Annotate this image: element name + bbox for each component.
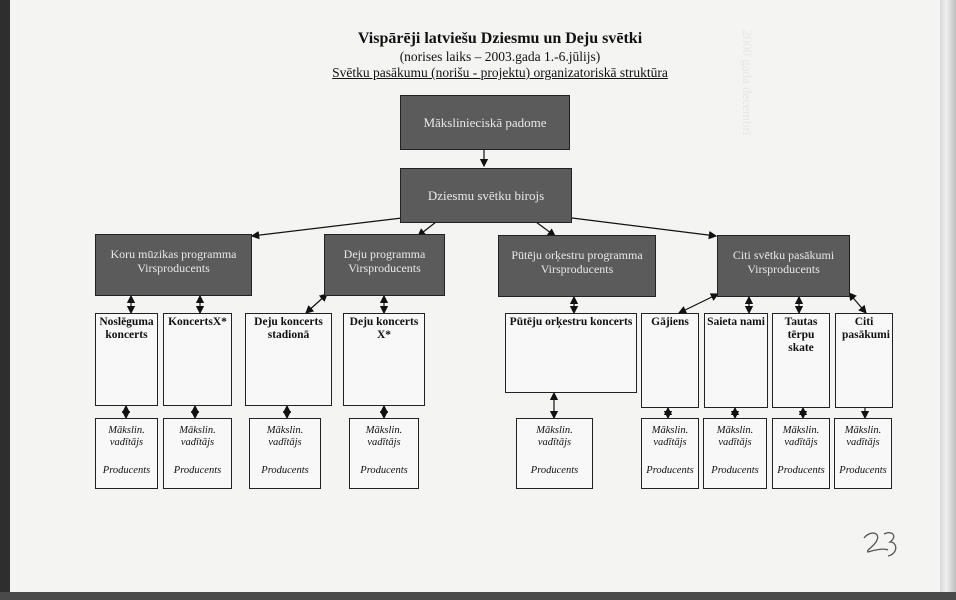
document-title: Vispārēji latviešu Dziesmu un Deju svētk… <box>357 30 643 47</box>
director-label-line2: vadītājs <box>367 437 401 448</box>
connector-other-misc <box>848 292 867 314</box>
event-box-other-events: Citi pasākumi <box>835 313 893 408</box>
director-label-line1: Mākslin. <box>651 425 689 436</box>
director-label-line2: vadītājs <box>718 437 752 448</box>
program-role: Virsproducents <box>137 261 210 275</box>
event-label: Pūtēju orķestru koncerts <box>509 316 633 328</box>
staff-box: Mākslin. vadītājs Producents <box>95 418 158 489</box>
program-box-dance: Deju programma Virsproducents <box>324 234 445 296</box>
director-label-line1: Mākslin. <box>536 425 573 436</box>
staff-box: Mākslin. vadītājs Producents <box>641 418 699 489</box>
director-label-line2: vadītājs <box>180 437 215 448</box>
event-label: Deju koncerts X* <box>349 316 419 341</box>
director-label-line1: Mākslin. <box>782 425 820 436</box>
director-label-line1: Mākslin. <box>266 425 304 436</box>
producer-label: Producents <box>261 465 309 476</box>
program-name: Deju programma <box>343 247 426 261</box>
event-box-final-concert: Noslēguma koncerts <box>95 313 158 406</box>
program-name: Pūtēju orķestru programma <box>511 248 643 262</box>
staff-box: Mākslin. vadītājs Producents <box>703 418 767 489</box>
producer-label: Producents <box>646 465 694 476</box>
program-name: Koru mūzikas programma <box>110 247 237 261</box>
director-label-line2: vadītājs <box>846 437 880 448</box>
producer-label: Producents <box>711 465 759 476</box>
connector-other-procession <box>677 293 720 314</box>
staff-box: Mākslin. vadītājs Producents <box>516 418 593 489</box>
producer-label: Producents <box>360 465 408 476</box>
producer-label: Producents <box>777 465 825 476</box>
scan-bottom-edge <box>0 592 956 600</box>
event-box-dance-concert-x: Deju koncerts X* <box>343 313 425 406</box>
event-label: KoncertsX* <box>168 316 227 328</box>
artistic-council-label: Mākslinieciskā padome <box>423 114 547 130</box>
connector-office-other <box>571 217 718 240</box>
director-label-line2: vadītājs <box>653 437 687 448</box>
event-label: Saieta nami <box>707 316 765 328</box>
staff-box: Mākslin. vadītājs Producents <box>834 418 892 489</box>
event-box-brass-concert: Pūtēju orķestru koncerts <box>505 313 637 393</box>
staff-box: Mākslin. vadītājs Producents <box>249 418 321 489</box>
event-box-procession: Gājiens <box>641 313 699 408</box>
scan-right-edge <box>940 0 956 600</box>
program-box-brass: Pūtēju orķestru programma Virsproducents <box>498 235 656 297</box>
connector-office-dance <box>417 221 437 237</box>
program-role: Virsproducents <box>747 262 820 276</box>
festival-office-box: Dziesmu svētku birojs <box>400 168 572 223</box>
director-label-line2: vadītājs <box>784 437 818 448</box>
staff-box: Mākslin. vadītājs Producents <box>349 418 419 489</box>
director-label-line2: vadītājs <box>268 437 302 448</box>
event-label: Deju koncerts stadionā <box>254 316 323 341</box>
director-label-line1: Mākslin. <box>844 425 882 436</box>
program-box-other: Citi svētku pasākumi Virsproducents <box>717 235 850 297</box>
event-label: Gājiens <box>651 316 689 328</box>
producer-label: Producents <box>839 465 887 476</box>
director-label-line1: Mākslin. <box>179 425 216 436</box>
producer-label: Producents <box>102 465 151 476</box>
festival-office-label: Dziesmu svētku birojs <box>427 187 545 203</box>
event-label: Citi pasākumi <box>842 316 890 341</box>
program-role: Virsproducents <box>540 262 614 276</box>
connector-dance-stadium <box>305 293 328 314</box>
event-box-costume-show: Tautas tērpu skate <box>772 313 830 408</box>
handwritten-page-number <box>863 532 897 557</box>
program-role: Virsproducents <box>348 261 421 275</box>
connector-office-choir <box>250 217 403 240</box>
director-label-line1: Mākslin. <box>108 425 145 436</box>
producer-label: Producents <box>530 465 579 476</box>
connector-office-brass <box>535 221 556 237</box>
event-box-stadium-dance: Deju koncerts stadionā <box>245 313 332 406</box>
event-box-concert-x: KoncertsX* <box>163 313 232 406</box>
event-label: Tautas tērpu skate <box>784 316 818 354</box>
event-box-meeting-halls: Saieta nami <box>704 313 768 408</box>
staff-box: Mākslin. vadītājs Producents <box>772 418 830 489</box>
producer-label: Producents <box>173 465 222 476</box>
program-name: Citi svētku pasākumi <box>732 248 835 262</box>
director-label-line1: Mākslin. <box>716 425 754 436</box>
scan-left-edge <box>0 0 10 600</box>
director-label-line2: vadītājs <box>109 437 144 448</box>
event-label: Noslēguma koncerts <box>99 316 154 341</box>
artistic-council-box: Mākslinieciskā padome <box>400 95 570 150</box>
document-subtitle: (norises laiks – 2003.gada 1.-6.jūlijs) <box>399 49 601 64</box>
director-label-line2: vadītājs <box>537 437 572 448</box>
staff-box: Mākslin. vadītājs Producents <box>163 418 232 489</box>
program-box-choir: Koru mūzikas programma Virsproducents <box>95 234 252 296</box>
structure-heading: Svētku pasākumu (norišu - projektu) orga… <box>332 65 668 80</box>
director-label-line1: Mākslin. <box>365 425 403 436</box>
